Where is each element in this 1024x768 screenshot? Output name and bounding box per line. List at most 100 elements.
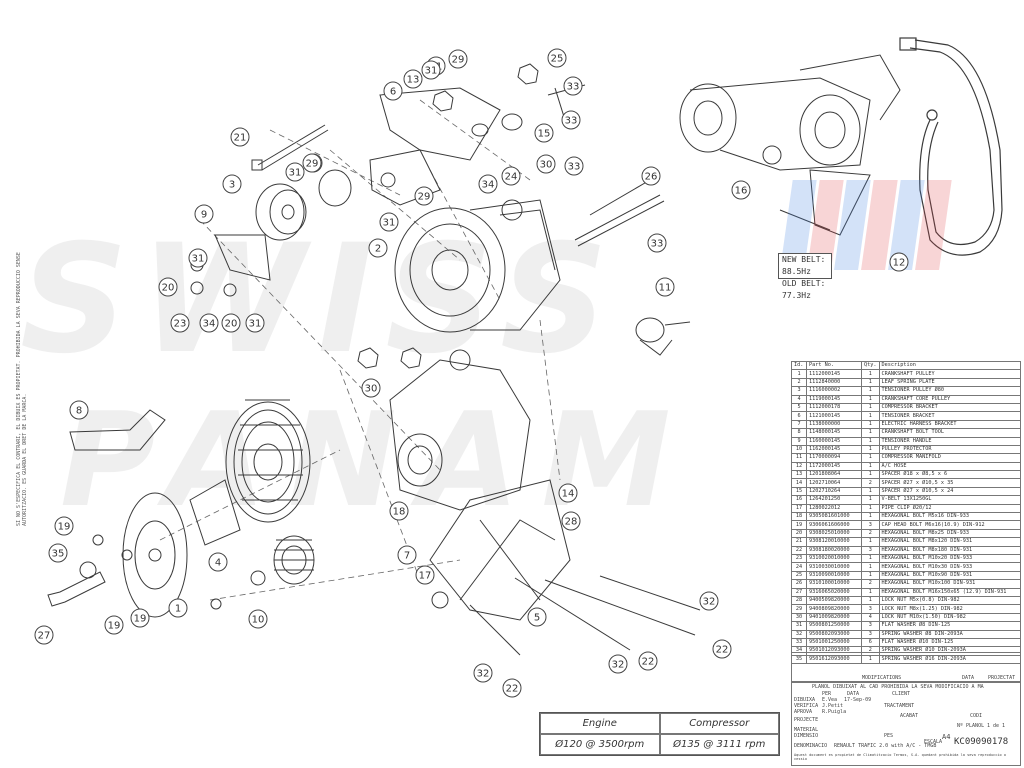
acabat-label: ACABAT: [900, 713, 919, 719]
callout-balloon: [168, 598, 188, 618]
part-description-cell: A/C HOSE: [878, 461, 1021, 472]
alternator-part: [389, 349, 531, 511]
part-number-cell: 1201808064: [806, 470, 862, 480]
callout-number: 15: [538, 129, 551, 140]
watermark-swatch: [780, 180, 952, 270]
callout-balloon: [302, 153, 322, 173]
part-number-cell: 1148000145: [806, 428, 862, 438]
part-qty-cell: 3: [861, 604, 880, 614]
part-description-cell: HEXAGONAL BOLT M10x30 DIN-933: [878, 562, 1021, 572]
part-qty-cell: 3: [861, 629, 880, 639]
aprova-name: R.Puigla: [822, 709, 847, 715]
part-qty-cell: 1: [861, 386, 880, 396]
callout-32-repeat: 32: [608, 654, 628, 674]
part-number-cell: 1202710064: [806, 478, 862, 488]
callout-number: 31: [383, 218, 396, 229]
part-id-cell: 2: [791, 377, 807, 388]
callout-number: 4: [215, 558, 221, 569]
callout-number: 19: [58, 522, 71, 533]
dibuixa-label: DIBUIXA: [794, 697, 816, 703]
ownership-footer: Aquest document es propietat de Climatit…: [794, 753, 1007, 761]
callout-25: 25: [547, 48, 567, 68]
part-id-cell: 31: [791, 621, 807, 631]
part-id-cell: 32: [791, 629, 807, 639]
part-id-cell: 21: [791, 537, 807, 547]
callout-balloon: [170, 313, 190, 333]
callout-19-repeat: 19: [104, 615, 124, 635]
part-number-cell: 9310020010000: [806, 553, 862, 564]
planol-no-label: Nº PLANOL: [957, 723, 985, 729]
part-description-cell: TENSIONER BRACKET: [878, 411, 1021, 421]
sheet-size: A4: [942, 733, 951, 741]
spacer-part: [501, 113, 523, 131]
callout-balloon: [647, 233, 667, 253]
part-number-cell: 9310090010000: [806, 570, 862, 581]
callout-22-repeat: 22: [638, 651, 658, 671]
part-qty-cell: 1: [861, 470, 880, 480]
part-number-cell: 9308120010000: [806, 537, 862, 547]
part-id-cell: 13: [791, 470, 807, 480]
part-number-cell: 9500802093000: [806, 629, 862, 639]
callout-number: 32: [477, 669, 490, 680]
part-qty-cell: 1: [861, 495, 880, 505]
callout-number: 33: [651, 239, 664, 250]
callout-number: 22: [506, 684, 519, 695]
callout-balloon: [222, 174, 242, 194]
callout-number: 31: [289, 168, 302, 179]
part-qty-cell: 6: [861, 637, 880, 648]
callout-balloon: [130, 608, 150, 628]
bolts-22-32-part: [469, 575, 701, 656]
denominacio-label: DENOMINACIO: [794, 743, 828, 749]
callout-12: 12: [889, 252, 909, 272]
part-number-cell: 1112000145: [806, 369, 862, 379]
part-description-cell: CRANKSHAFT PULLEY: [878, 369, 1021, 379]
part-description-cell: TENSIONER PULLEY Ø80: [878, 386, 1021, 396]
callout-number: 1: [175, 604, 181, 615]
lock-nut-part: [357, 347, 379, 369]
callout-number: 34: [482, 180, 495, 191]
part-id-cell: 19: [791, 520, 807, 530]
part-number-cell: 1170000094: [806, 453, 862, 463]
callout-33-repeat: 33: [563, 76, 583, 96]
callout-33: 33: [564, 156, 584, 176]
part-qty-cell: 1: [861, 402, 880, 413]
part-id-cell: 9: [791, 436, 807, 446]
part-id-cell: 17: [791, 503, 807, 514]
callout-balloon: [48, 543, 68, 563]
callout-29-repeat: 29: [302, 153, 322, 173]
pulley-spec-box: Engine Compressor Ø120 @ 3500rpm Ø135 @ …: [539, 712, 780, 756]
callout-10: 10: [248, 609, 268, 629]
part-qty-cell: 1: [861, 428, 880, 438]
part-number-cell: 1116000002: [806, 386, 862, 396]
part-id-cell: 29: [791, 604, 807, 614]
part-id-cell: 33: [791, 637, 807, 648]
assembled-view-part: [679, 54, 901, 236]
callout-number: 29: [418, 192, 431, 203]
callout-number: 31: [192, 254, 205, 265]
modifications-label: MODIFICATIONS: [862, 675, 902, 681]
callout-number: 7: [404, 551, 410, 562]
callout-number: 22: [642, 657, 655, 668]
callout-number: 31: [249, 319, 262, 330]
callout-balloon: [248, 609, 268, 629]
callout-9: 9: [194, 204, 214, 224]
col-header-id: Id.: [791, 360, 807, 371]
callout-number: 10: [252, 615, 265, 626]
callout-number: 29: [452, 55, 465, 66]
part-qty-cell: 2: [861, 528, 880, 539]
modifications-block: MODIFICATIONS DATA PROJECTAT: [791, 652, 1021, 682]
part-description-cell: ELECTRIC HARNESS BRACKET: [878, 419, 1021, 430]
callout-34-repeat: 34: [199, 313, 219, 333]
callout-5: 5: [527, 607, 547, 627]
callout-number: 31: [425, 66, 438, 77]
part-qty-cell: 1: [861, 512, 880, 522]
